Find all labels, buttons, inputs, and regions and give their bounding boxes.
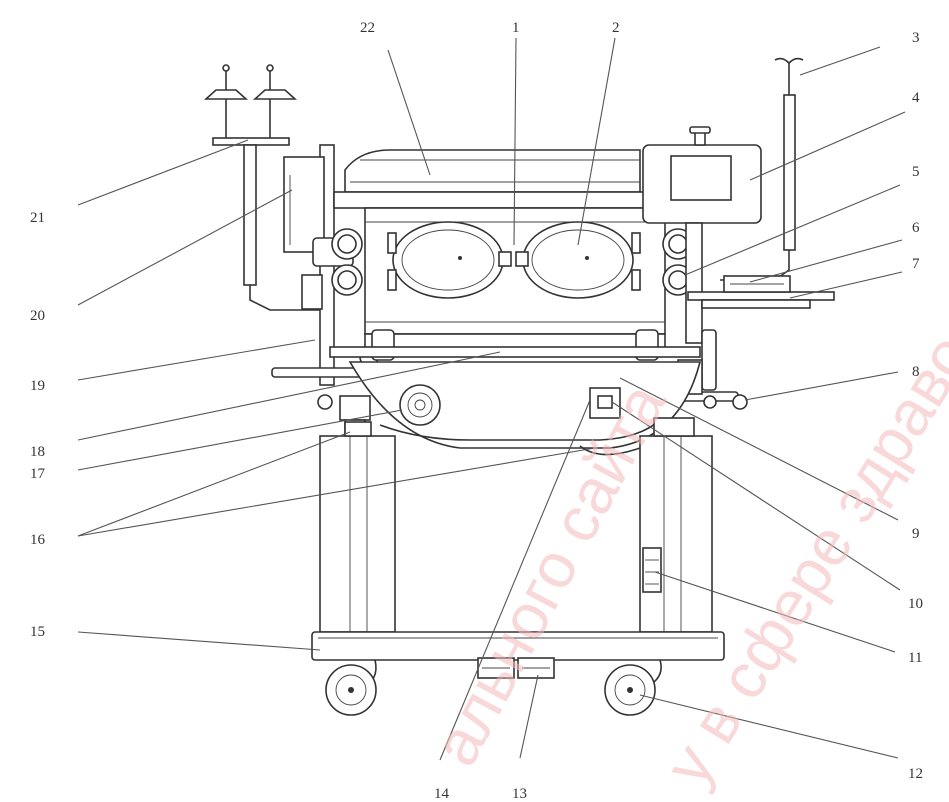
shelf-tray [687, 275, 835, 309]
leader-lines [77, 37, 906, 761]
leader-21 [77, 139, 249, 206]
callout-labels: 22 1 2 3 4 5 6 7 8 9 10 11 12 13 14 15 1… [30, 20, 923, 802]
callout-20: 20 [30, 308, 45, 324]
callout-11: 11 [908, 650, 922, 666]
leader-17 [77, 409, 403, 471]
leader-18 [77, 351, 501, 441]
callout-12: 12 [908, 766, 923, 782]
callout-8: 8 [912, 364, 920, 380]
callout-1: 1 [512, 20, 520, 36]
callout-9: 9 [912, 526, 920, 542]
leader-14 [439, 399, 591, 761]
base-body [348, 361, 702, 456]
callout-3: 3 [912, 30, 920, 46]
callout-2: 2 [612, 20, 620, 36]
access-portholes [387, 221, 641, 299]
callout-13: 13 [512, 786, 527, 802]
callout-17: 17 [30, 466, 46, 482]
left-post [271, 144, 379, 439]
leader-16b [77, 447, 596, 537]
base-frame [311, 631, 725, 661]
leader-5 [684, 184, 901, 276]
callout-5: 5 [912, 164, 920, 180]
control-panel [642, 126, 762, 344]
leader-1 [513, 37, 517, 246]
leader-7 [789, 271, 903, 299]
leader-19 [77, 339, 316, 381]
pedals [477, 657, 555, 679]
leader-15 [77, 631, 321, 651]
leader-4 [749, 111, 906, 181]
iv-pole-left [203, 64, 330, 311]
callout-15: 15 [30, 624, 45, 640]
leader-11 [654, 571, 896, 653]
callout-10: 10 [908, 596, 923, 612]
leader-13 [519, 674, 539, 759]
callout-21: 21 [30, 210, 45, 226]
callout-22: 22 [360, 20, 375, 36]
leader-10 [611, 401, 901, 591]
callout-14: 14 [434, 786, 450, 802]
column-right [639, 417, 713, 633]
column-left [319, 421, 396, 633]
callout-4: 4 [912, 90, 920, 106]
callout-16: 16 [30, 532, 46, 548]
callout-7: 7 [912, 256, 920, 272]
leader-16a [77, 431, 351, 537]
incubator-drawing [203, 57, 835, 716]
leader-9 [619, 377, 899, 521]
callout-6: 6 [912, 220, 920, 236]
leader-2 [577, 37, 616, 246]
leader-6 [749, 239, 903, 283]
callout-19: 19 [30, 378, 45, 394]
leader-22 [387, 49, 431, 176]
leader-3 [799, 46, 881, 76]
leader-12 [639, 694, 899, 759]
leader-8 [744, 371, 899, 401]
casters [325, 659, 662, 716]
callout-18: 18 [30, 444, 45, 460]
leader-20 [77, 189, 293, 306]
hood-base [329, 329, 701, 361]
